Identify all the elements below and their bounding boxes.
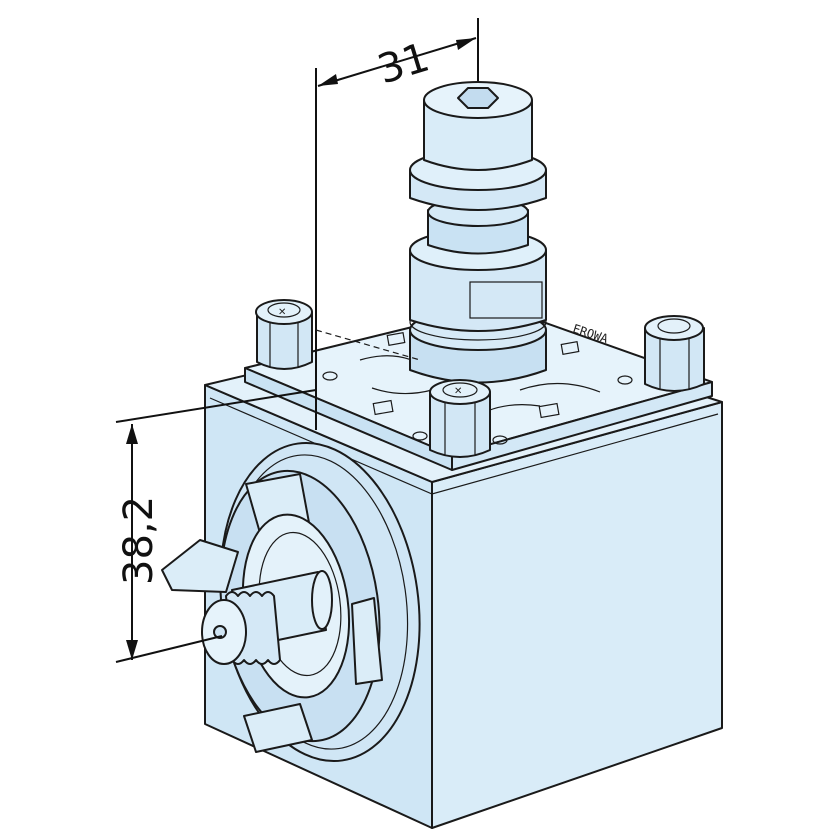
threaded-stud: [201, 570, 333, 665]
bolt-left: ✕: [255, 299, 313, 370]
hex-socket-icon: [457, 87, 499, 109]
dimension-height-label: 38,2: [116, 496, 162, 585]
jaw-right: [351, 597, 383, 685]
dimension-width-label: 31: [373, 35, 435, 94]
stud-center-hole-icon: [213, 625, 227, 639]
jaw-bottom: [243, 703, 313, 753]
pull-stud: [409, 81, 547, 384]
bolt-left-cross-icon: ✕: [278, 307, 286, 318]
bolt-front-cross-icon: ✕: [454, 386, 462, 397]
jaw-left: [161, 539, 239, 593]
bolt-front: ✕: [429, 379, 491, 458]
plate-slots: [322, 331, 633, 445]
bolt-right: [644, 315, 705, 392]
dimension-height: 38,2: [115, 389, 317, 663]
